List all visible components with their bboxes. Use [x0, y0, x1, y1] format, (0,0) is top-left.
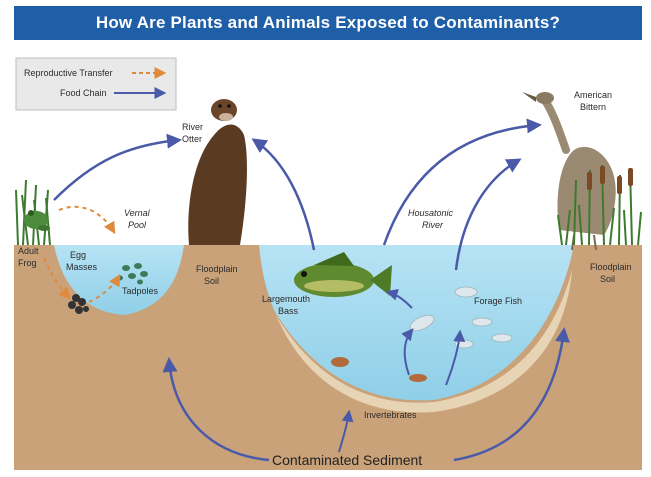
label-tadpoles: Tadpoles [122, 286, 159, 296]
label-forage-fish: Forage Fish [474, 296, 522, 306]
label-contaminated-sediment: Contaminated Sediment [272, 452, 422, 468]
label-housatonic-river-2: River [422, 220, 444, 230]
label-floodplain-soil-left-1: Floodplain [196, 264, 238, 274]
label-floodplain-soil-left-2: Soil [204, 276, 219, 286]
legend-label-reproductive: Reproductive Transfer [24, 68, 113, 78]
label-floodplain-soil-right-1: Floodplain [590, 262, 632, 272]
legend: Reproductive Transfer Food Chain [16, 58, 176, 110]
label-american-bittern-2: Bittern [580, 102, 606, 112]
label-floodplain-soil-right-2: Soil [600, 274, 615, 284]
label-vernal-pool-2: Pool [128, 220, 147, 230]
label-adult-frog-1: Adult [18, 246, 39, 256]
label-river-otter-2: Otter [182, 134, 202, 144]
label-river-otter-1: River [182, 122, 203, 132]
title-bar: How Are Plants and Animals Exposed to Co… [14, 6, 642, 40]
label-invertebrates: Invertebrates [364, 410, 417, 420]
label-egg-masses-2: Masses [66, 262, 98, 272]
label-housatonic-river-1: Housatonic [408, 208, 454, 218]
food-chain-diagram: Reproductive Transfer Food Chain Adult F… [14, 40, 642, 470]
label-largemouth-bass-1: Largemouth [262, 294, 310, 304]
label-largemouth-bass-2: Bass [278, 306, 299, 316]
label-egg-masses-1: Egg [70, 250, 86, 260]
label-vernal-pool-1: Vernal [124, 208, 151, 218]
label-adult-frog-2: Frog [18, 258, 37, 268]
label-american-bittern-1: American [574, 90, 612, 100]
legend-label-food-chain: Food Chain [60, 88, 107, 98]
figure-title: How Are Plants and Animals Exposed to Co… [96, 13, 560, 33]
